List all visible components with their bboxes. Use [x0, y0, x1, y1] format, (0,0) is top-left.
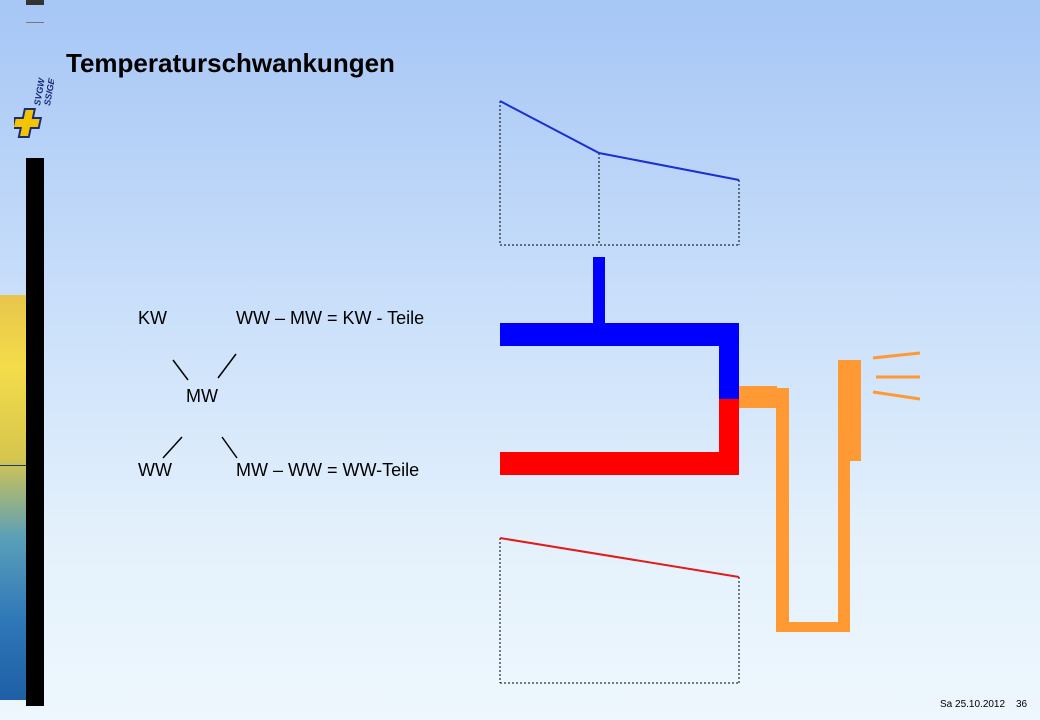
cold-water-pipe: [500, 257, 739, 399]
cross-line-top-right: [217, 353, 237, 379]
slide-title: Temperaturschwankungen: [66, 48, 395, 78]
sidebar-divider: [0, 465, 34, 466]
cold-profile-line: [499, 100, 740, 181]
label-ww: WW: [138, 460, 172, 480]
label-kw: KW: [138, 308, 167, 328]
label-mw: MW: [186, 386, 218, 406]
mixed-water-pipe: [739, 351, 921, 632]
hot-temperature-profile: [499, 537, 740, 684]
sidebar-bar: [26, 158, 44, 706]
hot-profile-line: [499, 537, 740, 578]
cross-line-top-left: [172, 359, 189, 381]
hot-water-pipe: [500, 399, 739, 475]
svg-text:SSIGE: SSIGE: [42, 77, 54, 107]
footer-date: Sa 25.10.2012: [940, 699, 1006, 710]
cold-temperature-profile: [499, 100, 740, 246]
corner-line: [26, 22, 44, 23]
corner-mark: [26, 0, 44, 5]
cross-line-bottom-right: [221, 436, 238, 459]
cross-line-bottom-left: [162, 436, 183, 459]
shower-head: [838, 360, 861, 461]
svgw-logo: SVGW SSIGE: [11, 66, 57, 146]
spray-line-3: [872, 390, 921, 401]
page-number: 36: [1016, 699, 1028, 710]
equation-cold-parts: WW – MW = KW - Teile: [236, 308, 425, 328]
spray-line-1: [872, 351, 921, 360]
svg-text:SVGW: SVGW: [32, 76, 47, 106]
equation-warm-parts: MW – WW = WW-Teile: [236, 460, 420, 480]
